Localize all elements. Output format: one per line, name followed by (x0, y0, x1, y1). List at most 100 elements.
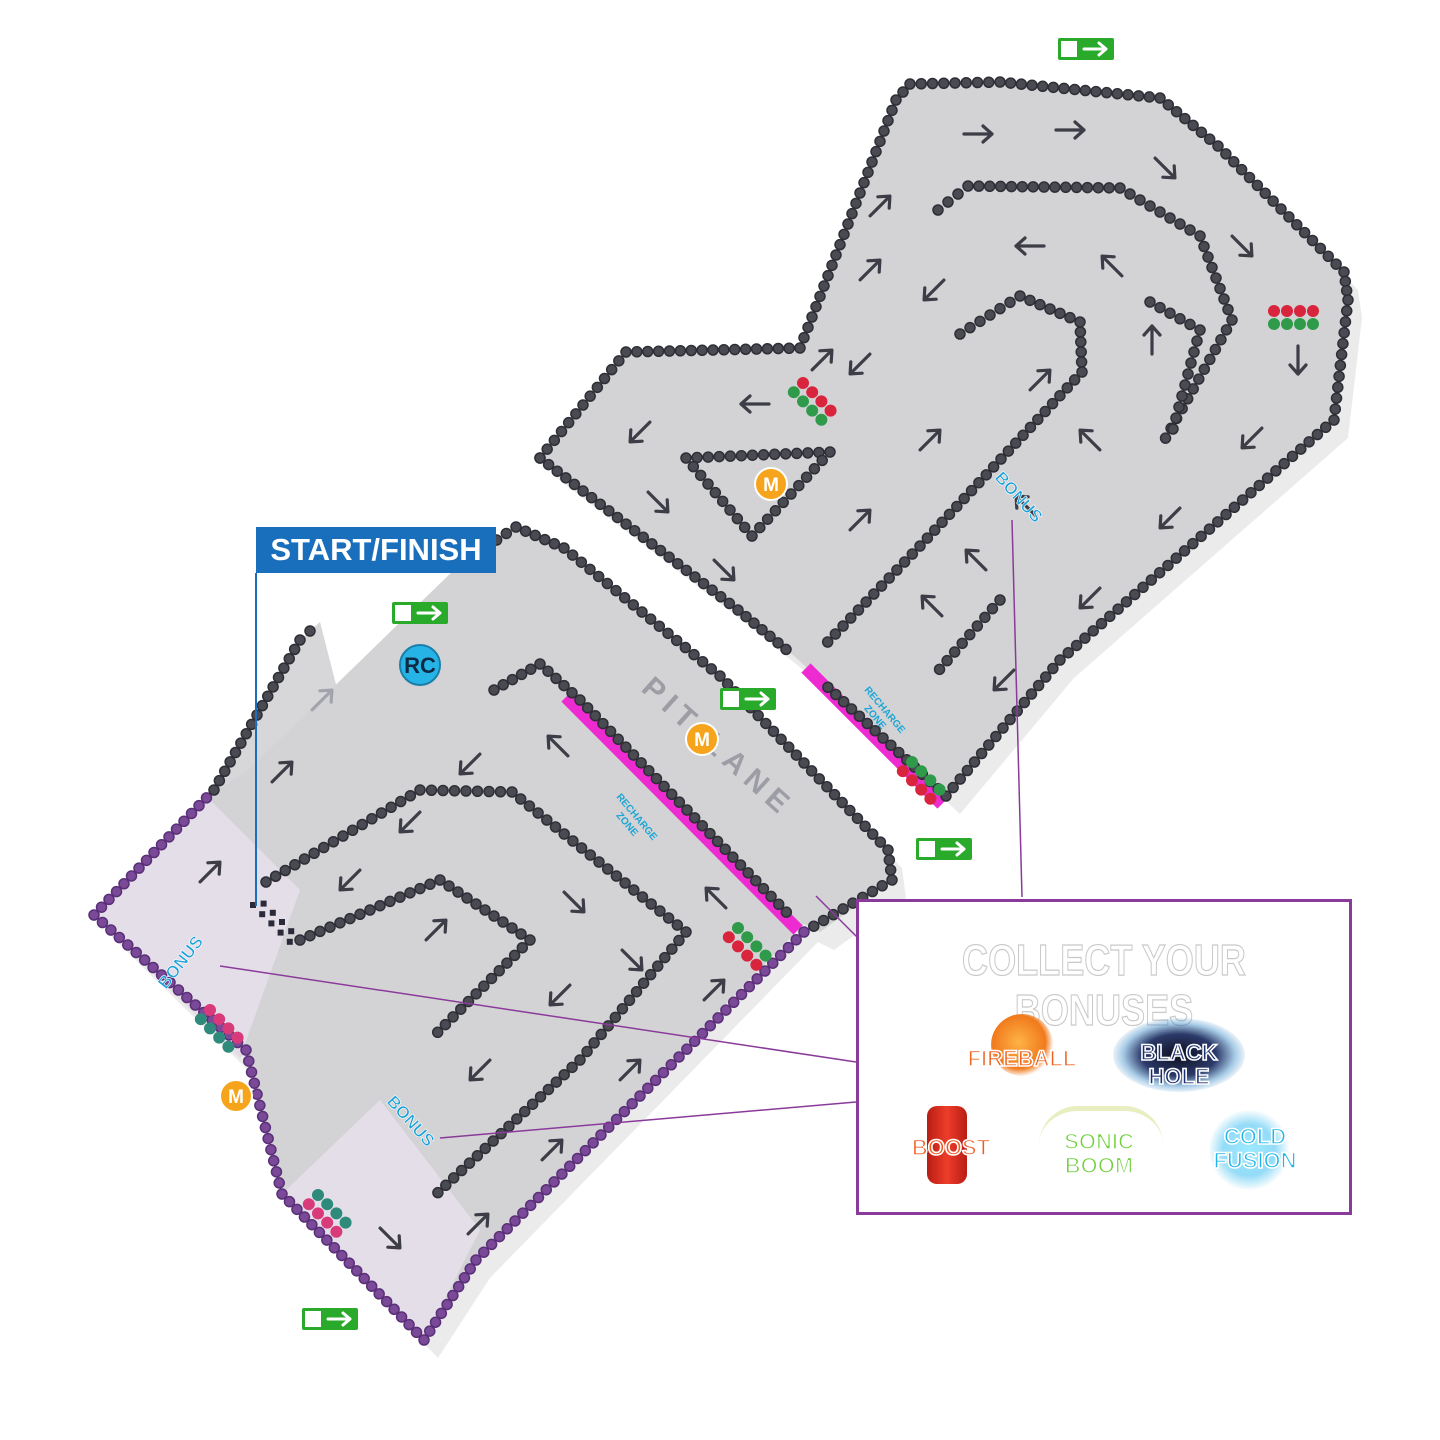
tyre-barrier (1015, 78, 1028, 90)
tyre-barrier (587, 1137, 599, 1149)
tyre-barrier (1090, 85, 1102, 98)
tyre-barrier (1198, 363, 1211, 375)
tyre-barrier (289, 859, 301, 871)
tyre-barrier (245, 1066, 258, 1078)
tyre-barrier (1198, 240, 1210, 253)
tyre-barrier (452, 886, 464, 898)
tyre-barrier (364, 904, 376, 916)
tyre-barrier (830, 249, 842, 261)
tyre-barrier (891, 564, 903, 576)
tyre-barrier (1314, 242, 1327, 255)
tyre-barrier (1204, 353, 1216, 366)
tyre-barrier (673, 796, 686, 808)
tyre-barrier (443, 880, 455, 892)
start-lights-icon (722, 922, 772, 971)
tyre-barrier (1174, 218, 1186, 230)
tyre-barrier (506, 922, 518, 934)
tyre-barrier (808, 920, 820, 932)
tyre-barrier (592, 570, 605, 583)
direction-arrow-icon (920, 594, 944, 618)
tyre-barrier (646, 538, 658, 550)
arrow-shape (1142, 324, 1162, 356)
tyre-barrier (609, 1011, 622, 1024)
tyre-barrier (720, 1004, 732, 1016)
exit-arrow (744, 691, 770, 707)
tyre-barrier (767, 957, 779, 969)
tyre-barrier (688, 1035, 701, 1048)
tyre-barrier (585, 491, 598, 504)
tyre-barrier (1194, 230, 1206, 242)
tyre-barrier (973, 476, 985, 489)
tyre-barrier (1081, 181, 1094, 194)
tyre-barrier (1191, 335, 1203, 347)
tyre-barrier (866, 156, 878, 168)
tyre-barrier (542, 1083, 555, 1096)
tyre-barrier (1079, 84, 1092, 97)
emergency-exit-icon (302, 1308, 358, 1330)
tyre-barrier (713, 450, 725, 463)
tyre-barrier (594, 498, 607, 511)
tyre-barrier (550, 1076, 563, 1088)
tyre-barrier (1111, 87, 1124, 100)
tyre-barrier (262, 690, 274, 702)
tyre-barrier (1064, 311, 1076, 324)
light (806, 386, 819, 399)
tyre-barrier (1054, 307, 1066, 320)
arrow-shape (964, 548, 988, 572)
tyre-barrier (844, 804, 856, 817)
tyre-barrier (798, 331, 810, 344)
tyre-barrier (501, 957, 513, 969)
tyre-barrier (567, 835, 579, 847)
tyre-barrier (876, 880, 888, 892)
tyre-barrier (986, 602, 999, 615)
tyre-barrier (810, 300, 822, 313)
arrow-shape (1014, 494, 1038, 518)
light (896, 765, 909, 778)
tyre-barrier (696, 1027, 709, 1040)
tyre-barrier (1122, 89, 1134, 101)
direction-arrow-icon (620, 948, 644, 972)
arrow-shape (1078, 586, 1102, 610)
tyre-barrier (772, 637, 784, 649)
tyre-barrier (1332, 381, 1344, 394)
tyre-barrier (461, 892, 473, 904)
tyre-barrier (696, 656, 709, 668)
tyre-barrier (862, 166, 874, 179)
tyre-barrier (761, 513, 774, 525)
tyre-barrier (424, 1325, 436, 1337)
light (741, 949, 754, 962)
tyre-barrier (336, 1249, 348, 1262)
tyre-barrier (1218, 293, 1230, 305)
tyre-barrier (883, 854, 896, 866)
light (1268, 305, 1280, 317)
light (312, 1189, 324, 1201)
tyre-barrier (1330, 258, 1342, 270)
tyre-barrier (577, 485, 589, 497)
tyre-barrier (260, 876, 272, 888)
tyre-barrier (630, 985, 643, 998)
direction-arrow-icon (1240, 426, 1264, 450)
tyre-barrier (1335, 348, 1348, 361)
tyre-barrier (643, 764, 655, 777)
tyre-barrier (1154, 206, 1166, 218)
direction-arrow-icon (848, 508, 872, 532)
arrow-shape (848, 508, 872, 532)
light (750, 958, 763, 971)
tyre-barrier (374, 899, 386, 912)
tyre-barrier (1009, 437, 1022, 449)
tyre-barrier (1034, 298, 1046, 311)
exit-door (305, 1311, 321, 1327)
tyre-barrier (298, 1211, 311, 1223)
tyre-barrier (968, 756, 981, 768)
tyre-barrier (508, 949, 521, 962)
tyre-barrier (96, 916, 109, 929)
light (915, 765, 928, 778)
tyre-barrier (886, 104, 898, 117)
tyre-barrier (739, 343, 752, 355)
light (933, 783, 946, 796)
tyre-barrier (790, 934, 802, 946)
tyre-barrier (568, 478, 581, 491)
tyre-barrier (200, 792, 213, 804)
exit-door (919, 841, 935, 857)
tyre-barrier (524, 934, 536, 946)
